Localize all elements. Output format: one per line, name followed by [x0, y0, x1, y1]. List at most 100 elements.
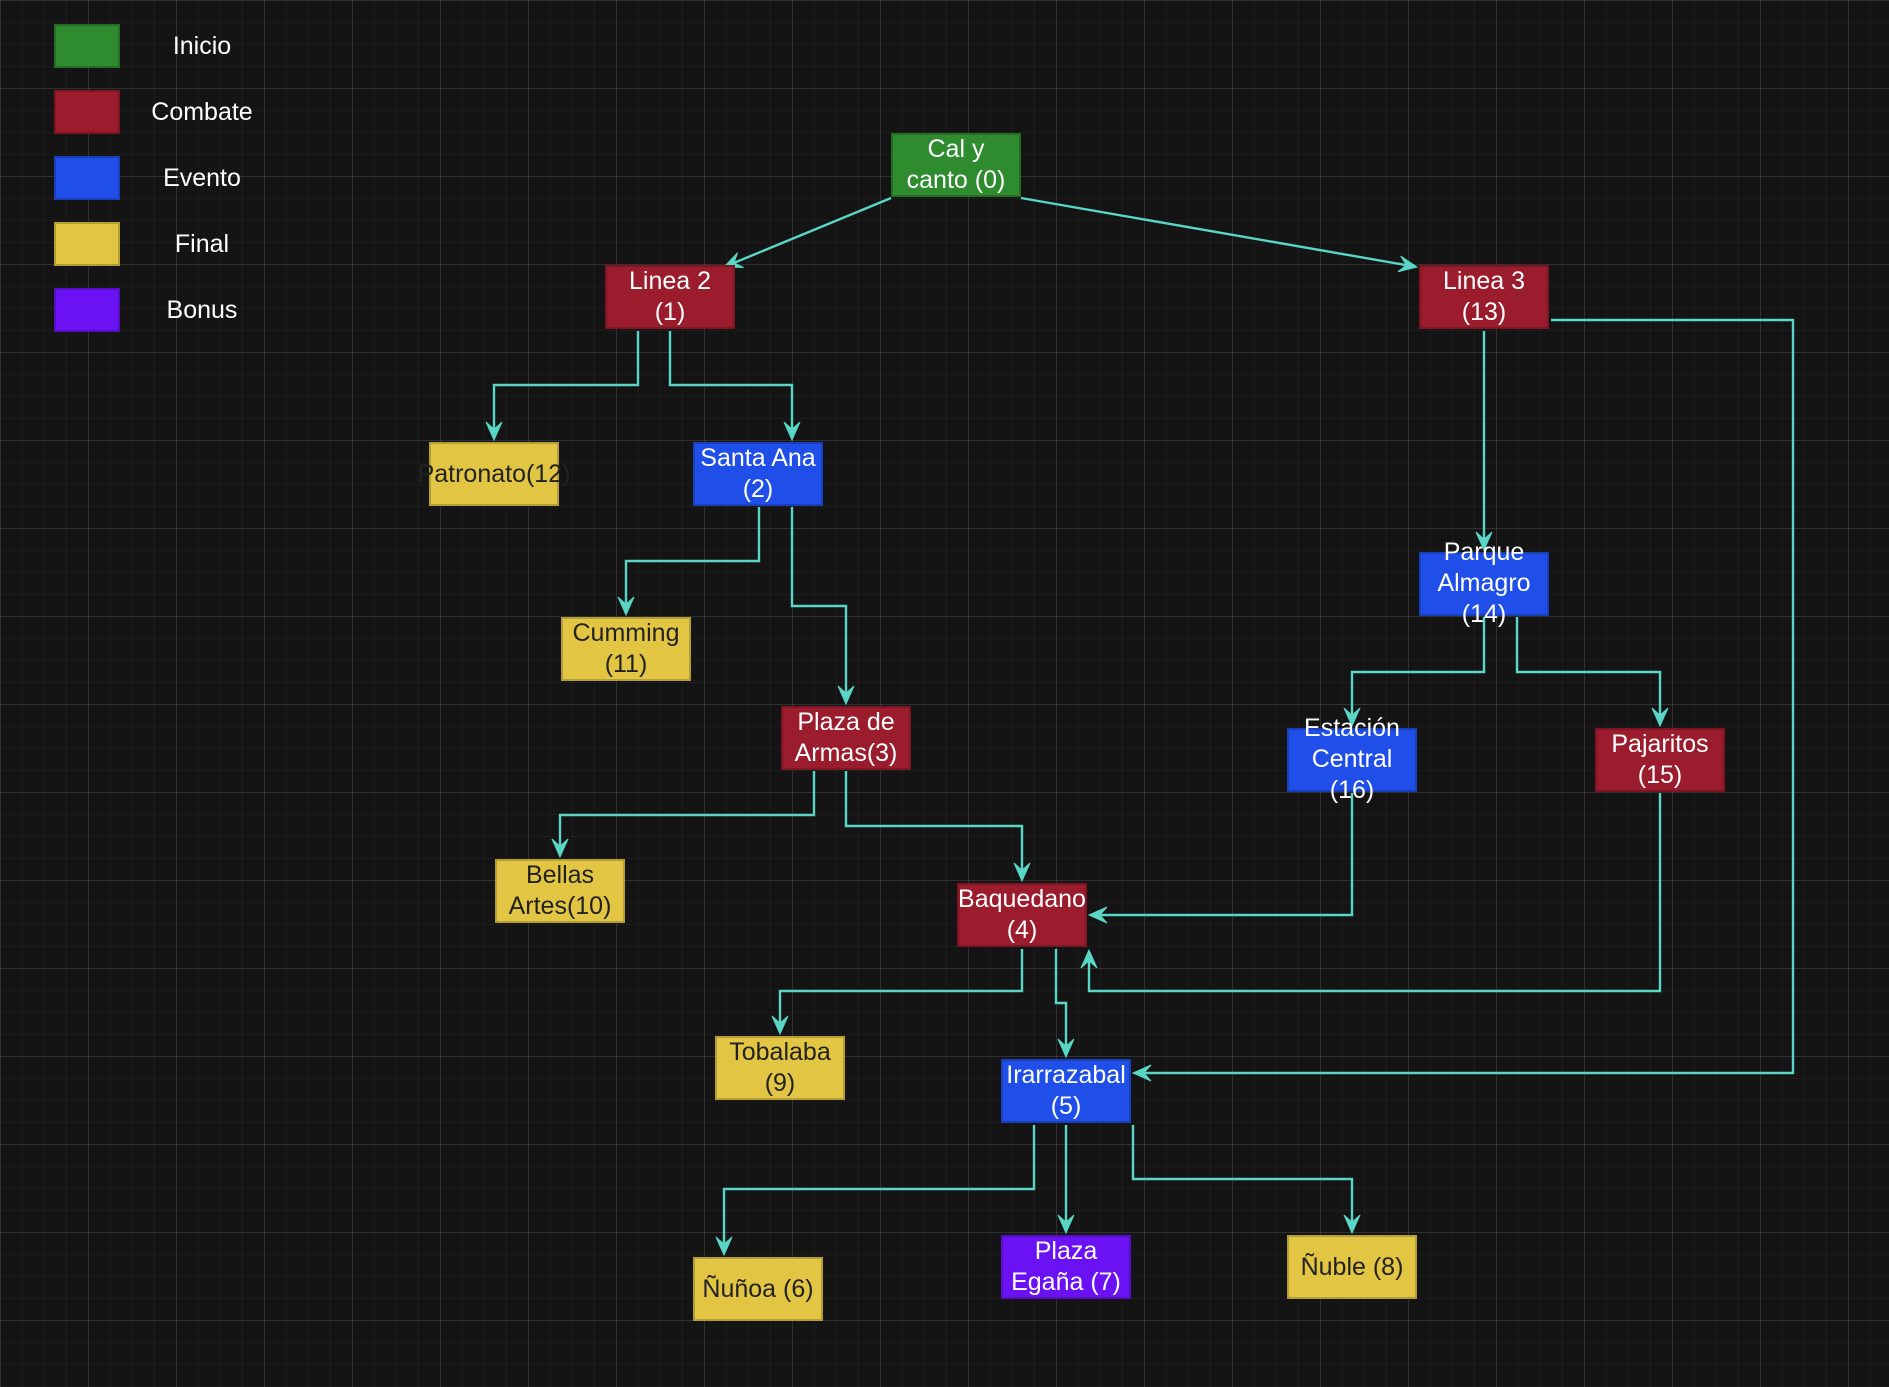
- legend-swatch-inicio: [54, 24, 120, 68]
- node-label: Ñuñoa (6): [702, 1274, 814, 1303]
- arrowhead-icon: [783, 421, 801, 442]
- arrowhead-icon: [722, 252, 744, 269]
- arrowhead-icon: [837, 685, 855, 706]
- node-cumming[interactable]: Cumming (11): [561, 617, 691, 681]
- edge-n5-n7: [1057, 1125, 1075, 1235]
- edge-line: [1515, 617, 1662, 716]
- node-baquedano[interactable]: Baquedano (4): [957, 883, 1087, 947]
- legend-item-final: Final: [54, 222, 294, 268]
- node-label: Tobalaba (9): [729, 1038, 831, 1097]
- legend-swatch-bonus: [54, 288, 120, 332]
- arrowhead-icon: [617, 596, 635, 617]
- node-label: Estación Central (16): [1304, 713, 1400, 804]
- node-nuble[interactable]: Ñuble (8): [1287, 1235, 1417, 1299]
- legend-label-inicio: Inicio: [172, 32, 232, 60]
- edge-n14-n16: [1343, 617, 1486, 728]
- edge-line: [1350, 617, 1486, 716]
- legend-swatch-final: [54, 222, 120, 266]
- edge-line: [668, 331, 794, 430]
- edge-n16-n4: [1087, 793, 1354, 924]
- legend-swatch-evento: [54, 156, 120, 200]
- legend-item-inicio: Inicio: [54, 24, 294, 70]
- node-cal-y-canto[interactable]: Cal y canto (0): [891, 133, 1021, 197]
- edge-line: [492, 331, 640, 430]
- edge-line: [1087, 793, 1662, 993]
- edge-line: [722, 1125, 1036, 1245]
- arrowhead-icon: [551, 838, 569, 859]
- node-label: Irarrazabal (5): [1006, 1061, 1126, 1120]
- node-label: Patronato(12): [417, 459, 571, 488]
- node-label: Parque Almagro (14): [1437, 537, 1531, 628]
- edge-n15-n4: [1080, 793, 1662, 993]
- node-plaza-de-armas[interactable]: Plaza de Armas(3): [781, 706, 911, 770]
- node-label: Linea 3 (13): [1442, 267, 1526, 326]
- edge-n0-n1: [722, 196, 892, 269]
- arrowhead-icon: [1343, 707, 1361, 728]
- arrowhead-icon: [1651, 707, 1669, 728]
- node-irarrazabal[interactable]: Irarrazabal (5): [1001, 1059, 1131, 1123]
- node-patronato[interactable]: Patronato(12): [418, 442, 570, 506]
- node-label: Bellas Artes(10): [508, 861, 612, 920]
- edge-line: [1143, 318, 1795, 1075]
- legend-item-combate: Combate: [54, 90, 294, 136]
- edge-n3-n10: [551, 771, 816, 859]
- arrowhead-icon: [715, 1236, 733, 1257]
- arrowhead-icon: [1080, 948, 1098, 969]
- node-parque-almagro[interactable]: Parque Almagro (14): [1419, 538, 1549, 628]
- edge-line: [732, 196, 892, 265]
- edge-n1-n2: [668, 331, 801, 442]
- node-label: Plaza de Armas(3): [794, 708, 898, 767]
- legend-label-combate: Combate: [151, 98, 253, 126]
- arrowhead-icon: [1131, 1064, 1152, 1082]
- edge-n5-n6: [715, 1125, 1036, 1257]
- edge-line: [844, 771, 1024, 871]
- node-santa-ana[interactable]: Santa Ana (2): [693, 442, 823, 506]
- node-label: Plaza Egaña (7): [1011, 1237, 1121, 1296]
- arrowhead-icon: [1057, 1214, 1075, 1235]
- legend-swatch-combate: [54, 90, 120, 134]
- edge-n13-n14: [1475, 331, 1493, 552]
- edge-line: [1054, 949, 1068, 1047]
- node-label: Cumming (11): [572, 619, 680, 678]
- arrowhead-icon: [771, 1015, 789, 1036]
- edge-line: [624, 507, 761, 605]
- node-label: Santa Ana (2): [700, 444, 816, 503]
- edge-n2-n3: [790, 507, 855, 706]
- node-bellas-artes[interactable]: Bellas Artes(10): [495, 859, 625, 923]
- node-pajaritos[interactable]: Pajaritos (15): [1595, 728, 1725, 792]
- node-label: Cal y canto (0): [906, 135, 1006, 194]
- node-nunoa[interactable]: Ñuñoa (6): [693, 1257, 823, 1321]
- legend-item-bonus: Bonus: [54, 288, 294, 334]
- arrowhead-icon: [1087, 906, 1108, 924]
- node-tobalaba[interactable]: Tobalaba (9): [715, 1036, 845, 1100]
- arrowhead-icon: [1343, 1214, 1361, 1235]
- edge-n13-n5: [1131, 318, 1795, 1082]
- edge-n1-n12: [485, 331, 640, 442]
- arrowhead-icon: [1057, 1038, 1075, 1059]
- edge-line: [1099, 793, 1354, 917]
- legend-item-evento: Evento: [54, 156, 294, 202]
- node-estacion-central[interactable]: Estación Central (16): [1287, 714, 1417, 804]
- arrowhead-icon: [1475, 531, 1493, 552]
- legend-label-evento: Evento: [163, 164, 241, 192]
- node-label: Pajaritos (15): [1611, 730, 1709, 789]
- edge-n5-n8: [1131, 1125, 1361, 1235]
- legend-label-final: Final: [174, 230, 230, 258]
- node-linea-3[interactable]: Linea 3 (13): [1419, 265, 1549, 329]
- legend-label-bonus: Bonus: [166, 296, 238, 324]
- edge-n4-n9: [771, 949, 1024, 1036]
- edge-line: [790, 507, 848, 694]
- arrowhead-icon: [485, 421, 503, 442]
- edge-line: [778, 949, 1024, 1024]
- edge-line: [558, 771, 816, 847]
- arrowhead-icon: [1013, 862, 1031, 883]
- edge-n14-n15: [1515, 617, 1669, 728]
- node-label: Linea 2 (1): [628, 267, 712, 326]
- node-label: Baquedano (4): [958, 885, 1086, 944]
- node-plaza-egana[interactable]: Plaza Egaña (7): [1001, 1235, 1131, 1299]
- node-linea-2[interactable]: Linea 2 (1): [605, 265, 735, 329]
- edge-line: [1020, 196, 1408, 267]
- edge-line: [1131, 1125, 1354, 1223]
